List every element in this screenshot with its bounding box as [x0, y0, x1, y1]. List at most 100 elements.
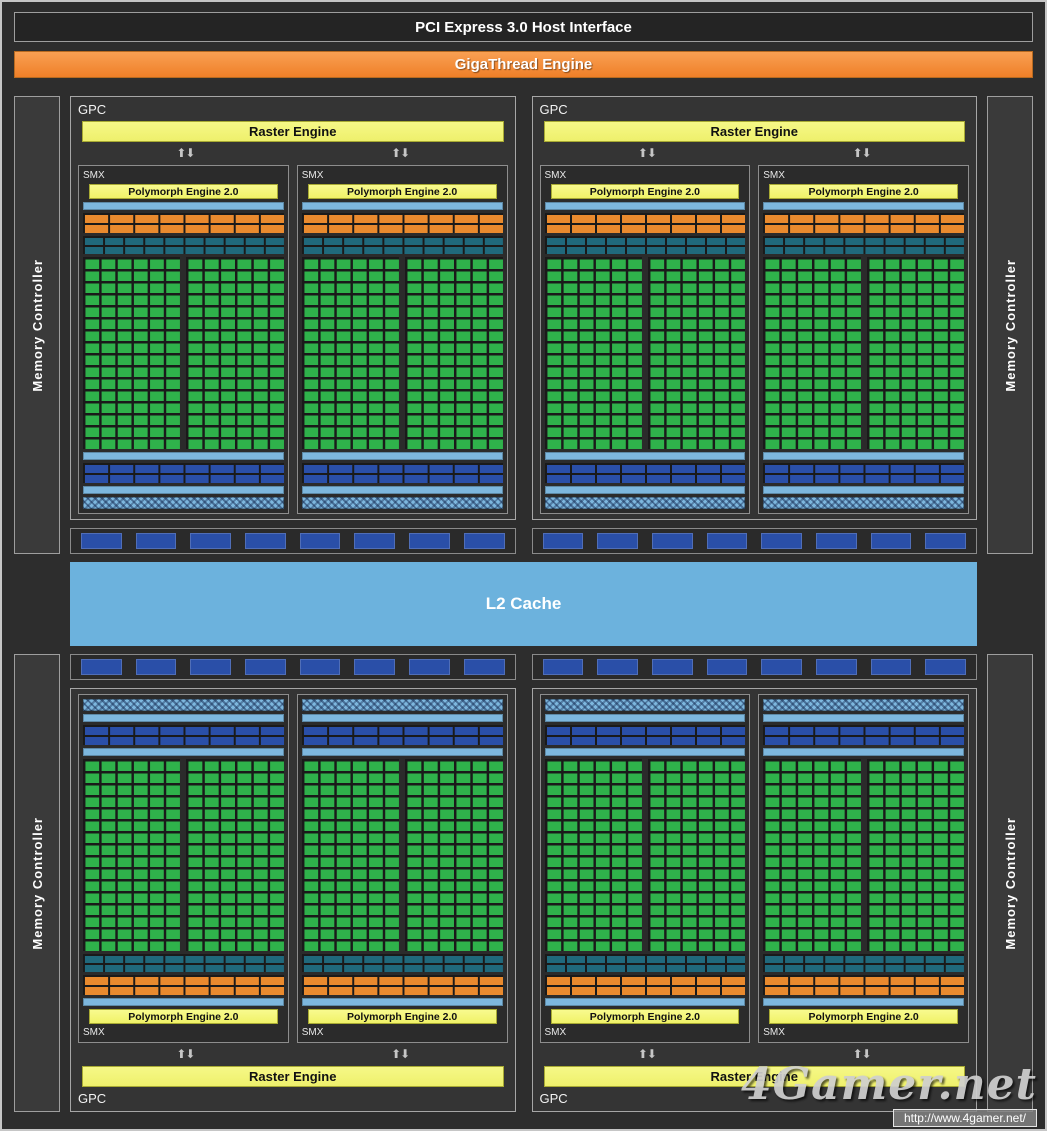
raster-smx-arrows-row: ⬆⬇ ⬆⬇ — [78, 146, 508, 161]
warp-scheduler-band — [301, 213, 503, 233]
texture-units-band — [83, 699, 284, 711]
texture-units-band — [83, 497, 284, 509]
polymorph-engine-bar: Polymorph Engine 2.0 — [307, 184, 497, 199]
polymorph-engine-bar: Polymorph Engine 2.0 — [550, 1009, 740, 1024]
gpc-row-top: GPC Raster Engine ⬆⬇ ⬆⬇ SMX Polymorph En… — [70, 96, 977, 520]
rop-partition-strip — [70, 528, 516, 554]
gpc-content: GPC Raster Engine ⬆⬇ ⬆⬇ SMX Polymorph En… — [539, 102, 969, 514]
instruction-cache-band — [544, 998, 746, 1006]
warp-scheduler-band — [763, 213, 964, 233]
rop-block — [245, 533, 286, 549]
memory-controller-left-bottom: Memory Controller — [14, 654, 60, 1112]
rop-block — [706, 533, 748, 549]
load-store-band — [544, 463, 746, 483]
core-grid-left — [544, 759, 642, 951]
interconnect-band — [544, 486, 746, 494]
l2-cache-bar: L2 Cache — [70, 562, 977, 646]
cuda-core-grid — [763, 257, 964, 449]
load-store-band — [544, 725, 746, 745]
core-grid-right — [186, 257, 284, 449]
smx-label: SMX — [544, 1027, 567, 1038]
rop-block — [815, 659, 857, 675]
gpc-label: GPC — [539, 102, 568, 117]
gpc-content: GPC Raster Engine ⬆⬇ ⬆⬇ SMX Polymorph En… — [78, 694, 508, 1106]
memory-controller-right-top: Memory Controller — [987, 96, 1033, 554]
load-store-band — [301, 725, 503, 745]
core-grid-left — [301, 257, 400, 449]
smx-label: SMX — [763, 170, 785, 181]
core-grid-right — [405, 759, 503, 951]
smx-unit: SMX Polymorph Engine 2.0 — [539, 694, 751, 1043]
interconnect-band — [83, 486, 284, 494]
polymorph-engine-label: Polymorph Engine 2.0 — [128, 185, 239, 198]
core-grid-left — [544, 257, 642, 449]
cuda-core-grid — [544, 257, 746, 449]
updown-arrows-icon: ⬆⬇ — [391, 1047, 410, 1061]
interconnect-band — [301, 486, 503, 494]
rop-block — [870, 659, 912, 675]
gpc-box-bottom-left: GPC Raster Engine ⬆⬇ ⬆⬇ SMX Polymorph En… — [70, 688, 516, 1112]
rop-block — [870, 533, 912, 549]
interconnect-band — [763, 714, 964, 722]
cuda-core-grid — [301, 257, 503, 449]
smx-label: SMX — [83, 170, 105, 181]
register-band — [83, 748, 284, 756]
core-grid-left — [83, 257, 181, 449]
rop-block — [190, 533, 232, 549]
smx-label: SMX — [763, 1027, 785, 1038]
register-band — [763, 452, 964, 460]
warp-scheduler-band — [544, 975, 746, 995]
smx-row: SMX Polymorph Engine 2.0 — [78, 694, 508, 1043]
smx-unit: SMX Polymorph Engine 2.0 — [296, 165, 508, 514]
smx-label: SMX — [83, 1027, 105, 1038]
rop-block — [409, 659, 450, 675]
texture-units-band — [301, 699, 503, 711]
rop-block — [245, 659, 286, 675]
rop-block — [706, 659, 748, 675]
load-store-band — [83, 463, 284, 483]
polymorph-engine-label: Polymorph Engine 2.0 — [128, 1010, 239, 1023]
dispatch-band — [83, 236, 284, 254]
memory-controller-label: Memory Controller — [1002, 258, 1018, 392]
register-band — [544, 748, 746, 756]
memory-controller-right-bottom: Memory Controller — [987, 654, 1033, 1112]
core-grid-right — [866, 257, 964, 449]
rop-block — [925, 659, 966, 675]
rop-block — [463, 659, 505, 675]
smx-label: SMX — [301, 1027, 324, 1038]
rop-partition-strip — [531, 528, 977, 554]
smx-row: SMX Polymorph Engine 2.0 — [539, 165, 969, 514]
core-grid-left — [83, 759, 181, 951]
polymorph-engine-label: Polymorph Engine 2.0 — [589, 1010, 701, 1023]
rop-partition-strip — [531, 654, 977, 680]
pci-express-host-interface-label: PCI Express 3.0 Host Interface — [415, 18, 632, 36]
smx-unit: SMX Polymorph Engine 2.0 — [78, 165, 289, 514]
smx-content: SMX Polymorph Engine 2.0 — [763, 699, 964, 1038]
instruction-cache-band — [544, 202, 746, 210]
raster-engine-bar: Raster Engine — [82, 1066, 504, 1087]
dispatch-band — [544, 954, 746, 972]
gpc-box-bottom-right: GPC Raster Engine ⬆⬇ ⬆⬇ SMX Polymorph En… — [531, 688, 977, 1112]
polymorph-engine-bar: Polymorph Engine 2.0 — [769, 184, 958, 199]
rop-block — [81, 659, 122, 675]
smx-content: SMX Polymorph Engine 2.0 — [763, 170, 964, 509]
raster-smx-arrows-row: ⬆⬇ ⬆⬇ — [540, 1047, 970, 1062]
updown-arrows-icon: ⬆⬇ — [176, 146, 195, 160]
rop-strip-row-bottom — [70, 654, 977, 680]
instruction-cache-band — [301, 202, 503, 210]
memory-controller-label: Memory Controller — [29, 816, 45, 950]
gpc-content: GPC Raster Engine ⬆⬇ ⬆⬇ SMX Polymorph En… — [539, 694, 970, 1106]
register-band — [301, 452, 503, 460]
rop-block — [354, 533, 396, 549]
core-grid-right — [647, 759, 746, 951]
register-band — [83, 452, 284, 460]
raster-engine-label: Raster Engine — [710, 1069, 798, 1084]
polymorph-engine-label: Polymorph Engine 2.0 — [346, 1010, 458, 1023]
dispatch-band — [544, 236, 746, 254]
interconnect-band — [301, 714, 503, 722]
memory-controller-label: Memory Controller — [29, 258, 45, 392]
rop-block — [135, 533, 177, 549]
register-band — [544, 452, 746, 460]
cuda-core-grid — [544, 759, 746, 951]
